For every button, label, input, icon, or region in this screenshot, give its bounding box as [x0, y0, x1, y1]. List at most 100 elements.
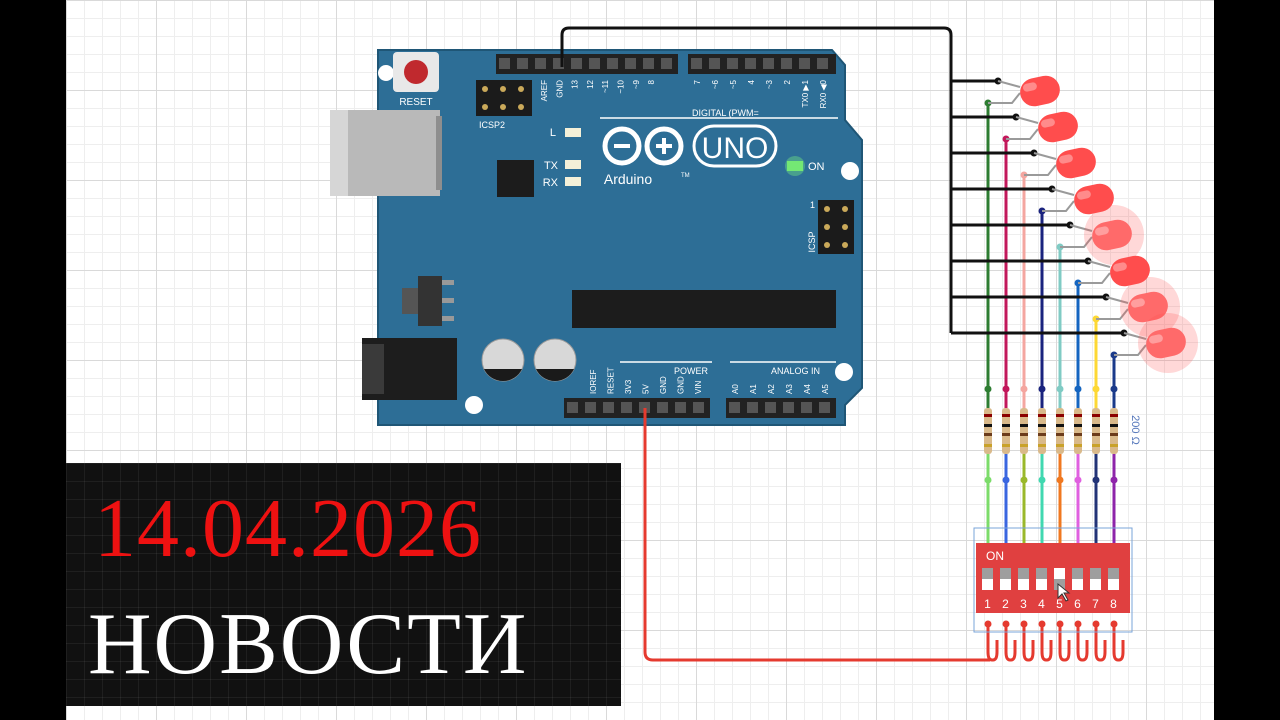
pin-label: 5V	[642, 384, 651, 394]
header-pin[interactable]	[639, 402, 650, 413]
icsp-header	[818, 200, 854, 254]
led[interactable]	[1126, 289, 1171, 325]
pin-label: A1	[749, 384, 758, 394]
header-pin[interactable]	[727, 58, 738, 69]
pin-label: A3	[785, 384, 794, 394]
header-pin[interactable]	[535, 58, 546, 69]
header-pin[interactable]	[709, 58, 720, 69]
header-pin[interactable]	[517, 58, 528, 69]
header-pin[interactable]	[625, 58, 636, 69]
header-pin[interactable]	[745, 58, 756, 69]
header-pin[interactable]	[643, 58, 654, 69]
header-pin[interactable]	[589, 58, 600, 69]
pin-label: A4	[803, 384, 812, 394]
news-overlay: 14.04.2026 НОВОСТИ	[66, 463, 621, 706]
resistor[interactable]	[1056, 408, 1064, 454]
header-pin[interactable]	[585, 402, 596, 413]
led[interactable]	[1108, 253, 1153, 289]
header-pin[interactable]	[817, 58, 828, 69]
header-pin[interactable]	[603, 402, 614, 413]
header-pin[interactable]	[819, 402, 830, 413]
header-pin[interactable]	[499, 58, 510, 69]
reset-button[interactable]	[393, 52, 439, 92]
pin-label: AREF	[540, 80, 549, 101]
header-pin[interactable]	[801, 402, 812, 413]
header-pin[interactable]	[553, 58, 564, 69]
header-pin[interactable]	[729, 402, 740, 413]
resistor[interactable]	[1002, 408, 1010, 454]
dip-number: 5	[1056, 597, 1063, 611]
microcontroller-chip	[572, 290, 836, 328]
power-led	[787, 161, 803, 171]
news-date: 14.04.2026	[94, 482, 482, 575]
dip-on-label: ON	[986, 549, 1004, 563]
resistor-array	[984, 408, 1118, 454]
mounting-hole	[841, 162, 859, 180]
pin-label: 2	[783, 79, 792, 84]
header-pin[interactable]	[661, 58, 672, 69]
model-label: UNO	[702, 132, 769, 165]
pin-label: TX0 ▶1	[801, 79, 810, 107]
led[interactable]	[1054, 145, 1099, 181]
header-pin[interactable]	[781, 58, 792, 69]
pin-label: ~11	[601, 79, 610, 93]
dip-number: 3	[1020, 597, 1027, 611]
icsp-pin1-label: 1	[810, 200, 815, 210]
pin-label: RESET	[607, 367, 616, 394]
header-pin[interactable]	[763, 58, 774, 69]
analog-label: ANALOG IN	[771, 366, 820, 376]
header-pin[interactable]	[693, 402, 704, 413]
header-pin[interactable]	[567, 402, 578, 413]
led[interactable]	[1090, 217, 1135, 253]
5v-wire[interactable]	[643, 408, 990, 662]
brand-label: Arduino	[604, 171, 652, 187]
resistor[interactable]	[1038, 408, 1046, 454]
header-pin[interactable]	[783, 402, 794, 413]
led-tx	[565, 160, 581, 169]
led-rx-label: RX	[543, 177, 559, 189]
header-pin[interactable]	[765, 402, 776, 413]
resistor[interactable]	[1020, 408, 1028, 454]
capacitor	[533, 338, 577, 382]
resistor[interactable]	[1092, 408, 1100, 454]
arduino-logo	[602, 126, 684, 166]
header-pin[interactable]	[675, 402, 686, 413]
voltage-regulator	[402, 276, 454, 326]
header-pin[interactable]	[607, 58, 618, 69]
led-array	[988, 73, 1198, 373]
pin-label: ~9	[632, 79, 641, 89]
led[interactable]	[1072, 181, 1117, 217]
pin-label: ~3	[765, 79, 774, 89]
pin-label: ~10	[617, 79, 626, 93]
pin-label: 13	[571, 79, 580, 88]
dip-number: 2	[1002, 597, 1009, 611]
led[interactable]	[1018, 73, 1063, 109]
dip-number: 4	[1038, 597, 1045, 611]
header-pin[interactable]	[571, 58, 582, 69]
led[interactable]	[1144, 325, 1189, 361]
header-pin[interactable]	[691, 58, 702, 69]
resistor[interactable]	[1074, 408, 1082, 454]
header-pin[interactable]	[799, 58, 810, 69]
pin-label: 12	[586, 79, 595, 88]
news-title: НОВОСТИ	[88, 596, 529, 693]
trademark-label: TM	[681, 173, 690, 179]
header-pin[interactable]	[747, 402, 758, 413]
led[interactable]	[1036, 109, 1081, 145]
resistor[interactable]	[984, 408, 992, 454]
pin-label: 4	[747, 79, 756, 84]
header-pin[interactable]	[657, 402, 668, 413]
gnd-wire[interactable]	[560, 26, 953, 333]
usb-chip	[497, 160, 534, 197]
resistor[interactable]	[1110, 408, 1118, 454]
header-pin[interactable]	[621, 402, 632, 413]
pin-label: A2	[767, 384, 776, 394]
led-rx	[565, 177, 581, 186]
